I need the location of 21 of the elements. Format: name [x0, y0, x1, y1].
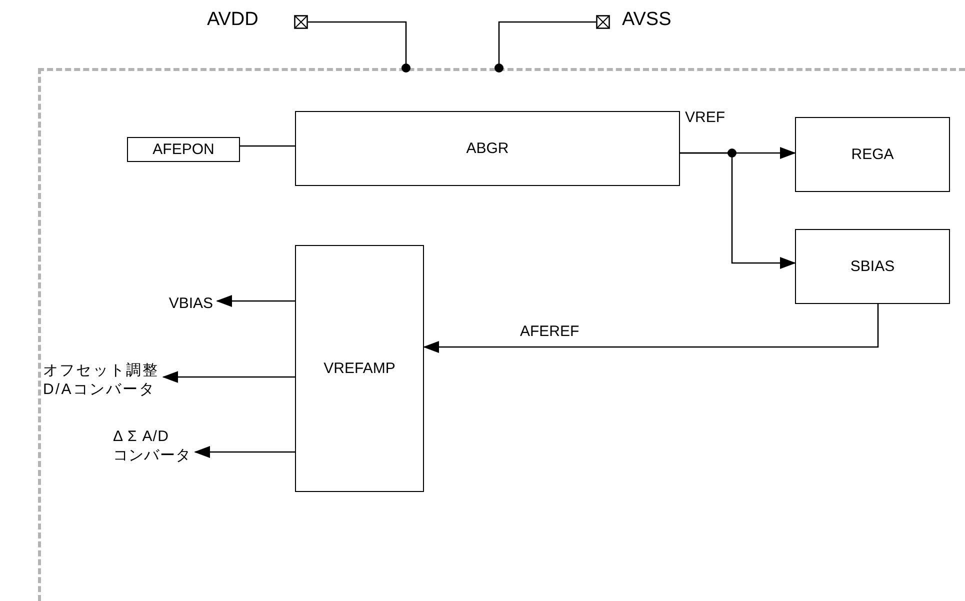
arrow: [680, 152, 796, 269]
connector-line: [308, 21, 410, 72]
arrow: [216, 295, 295, 307]
block-box: ABGR: [295, 111, 680, 186]
block-box: VREFAMP: [295, 245, 424, 492]
output-label: オフセット調整D/Aコンバータ: [43, 359, 160, 401]
signal-box: AFEPON: [127, 137, 240, 162]
arrow: [194, 446, 295, 458]
pin-icon: [294, 15, 308, 29]
arrow: [162, 371, 295, 383]
pin-label: AVDD: [207, 9, 258, 31]
block-box: SBIAS: [795, 229, 950, 304]
connector-line: [240, 145, 295, 147]
pin-icon: [596, 15, 610, 29]
arrow: [423, 304, 879, 353]
output-label: Δ Σ A/Dコンバータ: [113, 425, 191, 467]
chip-boundary: [38, 68, 965, 601]
output-label: VBIAS: [143, 293, 213, 315]
connector-line: [494, 21, 596, 72]
block-box: REGA: [795, 117, 950, 192]
pin-label: AVSS: [622, 9, 672, 31]
